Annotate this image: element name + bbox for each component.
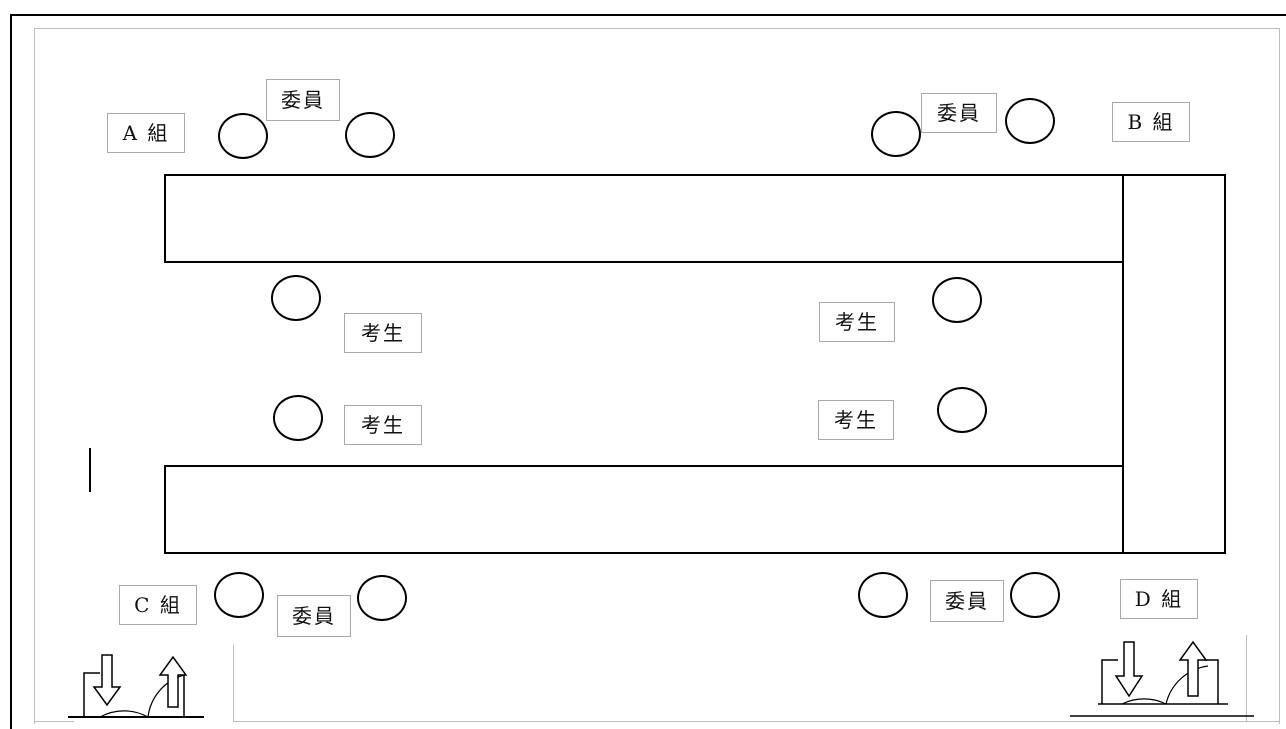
committee-seat-b1 [871, 111, 921, 157]
examinee-bottom-left-label: 考生 [344, 405, 422, 445]
group-c-label: C 組 [119, 585, 197, 625]
committee-c-label: 委員 [277, 595, 351, 637]
committee-seat-d2 [1010, 572, 1060, 618]
door-arrows-icon [1070, 640, 1254, 717]
room-wall-segment [233, 645, 234, 722]
outer-frame [10, 14, 1286, 729]
group-b-label: B 組 [1112, 102, 1190, 142]
committee-d-label: 委員 [930, 580, 1004, 622]
group-d-label: D 組 [1120, 579, 1198, 619]
room-wall-segment [34, 721, 74, 722]
room-wall-segment [1246, 635, 1247, 721]
examinee-bottom-right-label: 考生 [818, 400, 894, 440]
examinee-seat-bottom-right [937, 387, 987, 433]
table-bottom [164, 465, 1226, 554]
committee-seat-d1 [858, 572, 908, 618]
examinee-top-right-label: 考生 [819, 302, 895, 342]
committee-seat-c2 [357, 575, 407, 621]
examinee-seat-top-left [271, 275, 321, 321]
examinee-top-left-label: 考生 [344, 313, 422, 353]
room-outline [34, 28, 1280, 724]
table-right [1122, 174, 1226, 554]
committee-seat-a1 [218, 113, 268, 159]
examinee-seat-top-right [932, 277, 982, 323]
examinee-seat-bottom-left [273, 395, 323, 441]
text-cursor-mark [89, 448, 91, 492]
committee-seat-b2 [1005, 98, 1055, 144]
door-arrows-icon [68, 654, 204, 718]
room-wall-segment [234, 721, 1280, 722]
group-a-label: A 組 [107, 113, 185, 153]
table-top [164, 174, 1226, 263]
committee-seat-c1 [214, 572, 264, 618]
committee-a-label: 委員 [266, 79, 340, 121]
committee-seat-a2 [345, 112, 395, 158]
committee-b-label: 委員 [921, 93, 997, 133]
